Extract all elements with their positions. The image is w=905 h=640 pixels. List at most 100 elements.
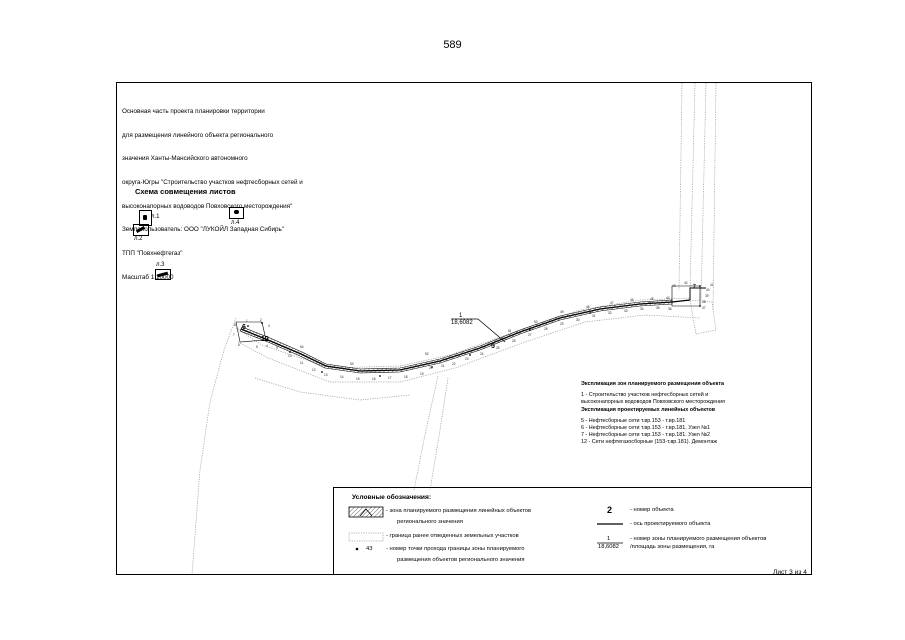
boundary-point-label: 54 xyxy=(300,345,304,349)
sheet-thumb-4-shape xyxy=(234,210,239,214)
legend-dotted-text: - граница ранее отведенных земельных уча… xyxy=(386,533,519,539)
boundary-point-label: 22 xyxy=(452,362,456,366)
legend-fraction-numerator: 1 xyxy=(607,536,611,542)
boundary-point-label: 9 xyxy=(276,346,278,350)
boundary-point-label: 2 xyxy=(260,318,262,322)
object-axis-line xyxy=(240,299,691,372)
object-label-5: 5 xyxy=(491,343,495,350)
zone-label-leader-diagonal xyxy=(477,318,506,343)
boundary-point-label: 14 xyxy=(340,375,344,379)
boundary-point-label: 36 xyxy=(668,307,672,311)
boundary-point-label: 44 xyxy=(666,296,670,300)
boundary-point-label: 26 xyxy=(512,339,516,343)
sheet-thumb-3 xyxy=(155,269,171,280)
boundary-point-label: 21 xyxy=(441,364,445,368)
existing-boundary-east-block xyxy=(689,299,717,335)
explication-object-line: 6 - Нефтесборные сети т.вр.153 - т.вр.18… xyxy=(581,425,711,432)
boundary-point-label: 6 xyxy=(238,343,240,347)
boundary-point-marker xyxy=(649,302,651,304)
explication-object-line: 5 - Нефтесборные сети т.вр.153 - т.вр.18… xyxy=(581,417,686,424)
explication-zones-title: Экспликация зон планируемого размещения … xyxy=(581,381,724,387)
planned-zone xyxy=(235,285,701,374)
sheet-label-3: л.3 xyxy=(156,262,165,268)
existing-boundary-corridor-upper xyxy=(235,297,691,369)
boundary-point-marker xyxy=(699,305,701,307)
project-info-block: Основная часть проекта планировки террит… xyxy=(122,92,303,290)
sheet-counter: Лист 3 из 4 xyxy=(773,569,807,576)
boundary-point-label: 41 xyxy=(710,283,714,287)
boundary-point-label: 45 xyxy=(650,297,654,301)
object-label-6: 6 xyxy=(242,324,246,331)
project-info-line: Землепользователь: ООО "ЛУКОЙЛ Западная … xyxy=(122,226,285,234)
boundary-point-label: 49 xyxy=(560,310,564,314)
explication-zone-line: 1 - Строительство участков нефтесборных … xyxy=(581,392,709,399)
boundary-point-label: 43 xyxy=(672,284,676,288)
boundary-point-label: 3 xyxy=(268,324,270,328)
legend-point-text-2: размещения объектов регионального значен… xyxy=(397,557,525,563)
boundary-point-label: 37 xyxy=(702,306,706,310)
boundary-point-label: 48 xyxy=(586,305,590,309)
boundary-point-label: 7 xyxy=(233,333,235,337)
zone-label-area: 18,6082 xyxy=(451,320,473,326)
boundary-point-label: 15 xyxy=(356,377,360,381)
boundary-point-label: 20 xyxy=(429,366,433,370)
legend-point-text: - номер точки прохода границы зоны плани… xyxy=(386,546,525,552)
boundary-point-label: 39 xyxy=(705,294,709,298)
boundary-point-label: 27 xyxy=(528,333,532,337)
boundary-point-label: 1 xyxy=(246,319,248,323)
scale-text: Масштаб 1:10000 xyxy=(122,273,174,281)
object-label-7: 7 xyxy=(693,284,696,290)
sheet-label-1: л.1 xyxy=(151,214,160,220)
legend-zone-symbol-line xyxy=(359,508,367,517)
boundary-point-label: 51 xyxy=(508,329,512,333)
boundary-point-label: 29 xyxy=(560,322,564,326)
boundary-point-label: 16 xyxy=(372,377,376,381)
boundary-point-label: 18 xyxy=(404,375,408,379)
legend-fraction-text: - номер зоны планируемого размещения объ… xyxy=(630,536,767,542)
legend-zone-symbol-line xyxy=(365,508,373,517)
explication-objects-title: Экспликация проектируемых линейных объек… xyxy=(581,406,716,413)
existing-boundary-road-south xyxy=(413,375,449,491)
boundary-point-label: 17 xyxy=(388,376,392,380)
boundary-point-label: 30 xyxy=(576,318,580,322)
planned-zone-west-node xyxy=(235,321,267,343)
explication-zone-line: высоконапорных водоводов Повховского мес… xyxy=(581,399,725,406)
legend-fraction-denominator: 18,6082 xyxy=(598,544,619,550)
boundary-point-marker xyxy=(321,371,323,373)
sheet-thumb-1-shape xyxy=(143,215,147,220)
boundary-point-marker xyxy=(431,366,433,368)
existing-land-boundaries xyxy=(191,82,717,575)
existing-boundary-road-north xyxy=(678,82,717,311)
boundary-point-label: 33 xyxy=(624,309,628,313)
sheet-thumb-1 xyxy=(139,210,152,226)
boundary-point-marker xyxy=(529,329,531,331)
object-axis-branch xyxy=(689,287,706,300)
boundary-point-label: 47 xyxy=(610,301,614,305)
map-sheet-frame xyxy=(116,82,812,575)
sheet-thumb-2 xyxy=(133,224,149,236)
boundary-point-label: 23 xyxy=(465,357,469,361)
sheet-label-2: л.2 xyxy=(134,236,143,242)
project-info-line: Основная часть проекта планировки террит… xyxy=(122,107,265,115)
explication-object-line: 7 - Нефтесборные сети т.вр.153 - т.вр.18… xyxy=(581,432,711,439)
boundary-point-marker xyxy=(247,325,249,327)
legend-zone-symbol xyxy=(348,506,384,518)
legend-number-symbol: 2 xyxy=(607,505,613,515)
boundary-point-markers xyxy=(247,285,701,377)
legend-box xyxy=(333,487,812,575)
sheet-label-4: л.4 xyxy=(231,220,240,226)
boundary-point-marker xyxy=(289,351,291,353)
boundary-point-marker xyxy=(261,322,263,324)
boundary-point-marker xyxy=(469,354,471,356)
boundary-point-marker xyxy=(589,312,591,314)
boundary-point-label: 4 xyxy=(266,344,268,348)
boundary-point-label: 42 xyxy=(684,281,688,285)
boundary-point-marker xyxy=(379,375,381,377)
legend-number-text: - номер объекта xyxy=(630,507,674,513)
legend-title: Условные обозначения: xyxy=(352,494,432,501)
boundary-point-label: 52 xyxy=(425,352,429,356)
project-info-line: округа-Югры "Строительство участков нефт… xyxy=(122,178,303,186)
project-info-line: значения Ханты-Мансийского автономного xyxy=(122,155,248,163)
